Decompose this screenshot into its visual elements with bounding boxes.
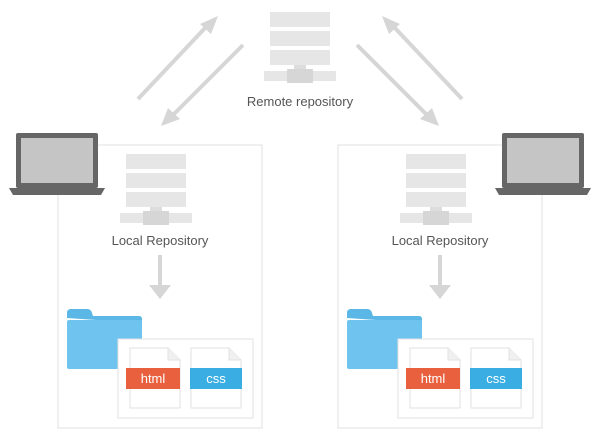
down-arrow-right bbox=[429, 255, 451, 299]
html-tag-label-left: html bbox=[140, 371, 166, 386]
local-repository-label-right: Local Repository bbox=[391, 233, 489, 248]
down-arrow-left bbox=[149, 255, 171, 299]
css-tag-label-left: css bbox=[206, 371, 226, 386]
css-tag-right bbox=[470, 368, 522, 389]
remote-repository-label: Remote repository bbox=[246, 94, 354, 109]
html-tag-label-right: html bbox=[420, 371, 446, 386]
css-tag-label-right: css bbox=[486, 371, 506, 386]
sync-arrows-right bbox=[355, 16, 464, 126]
html-tag-left bbox=[126, 368, 180, 389]
sync-arrows-left bbox=[136, 16, 245, 126]
remote-server-icon bbox=[264, 12, 336, 83]
laptop-icon-right bbox=[495, 133, 591, 195]
local-repository-label-left: Local Repository bbox=[111, 233, 209, 248]
laptop-icon-left bbox=[9, 133, 105, 195]
html-tag-right bbox=[406, 368, 460, 389]
css-tag-left bbox=[190, 368, 242, 389]
